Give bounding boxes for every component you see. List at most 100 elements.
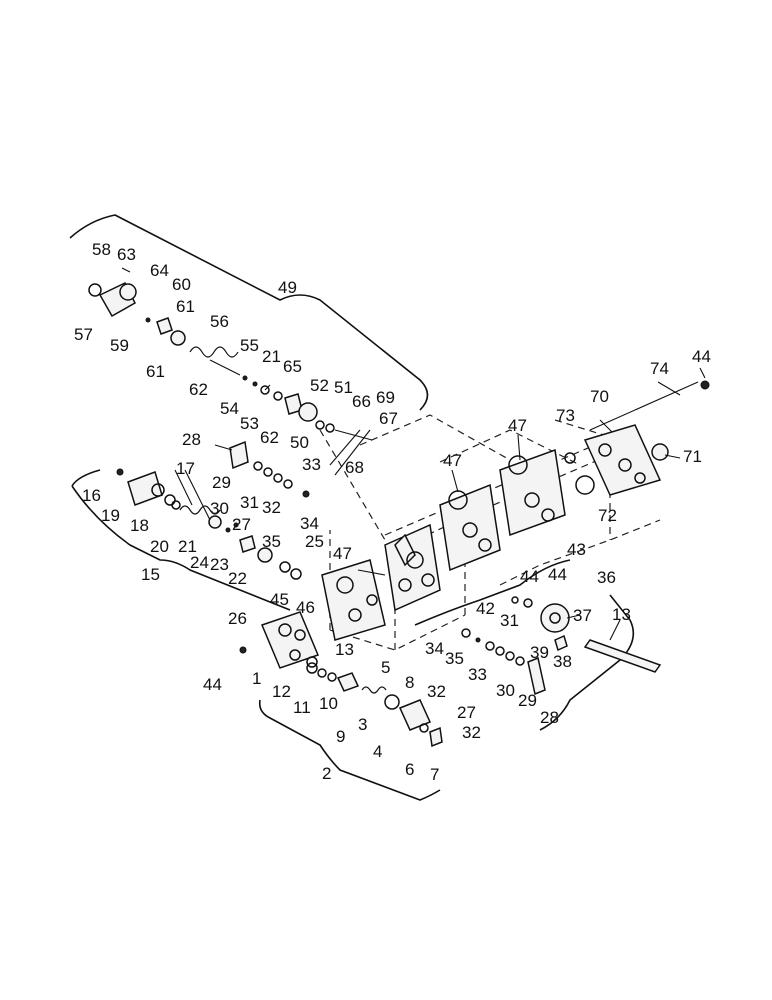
callout-9: 9 — [336, 727, 345, 746]
callout-30-right: 30 — [496, 681, 515, 700]
callout-65: 65 — [283, 357, 302, 376]
callout-24: 24 — [190, 553, 209, 572]
right-spool-assembly — [461, 596, 662, 696]
callout-63: 63 — [117, 245, 136, 264]
callout-12: 12 — [272, 682, 291, 701]
lower-inlet-assembly — [239, 646, 443, 748]
callout-labels: 58 63 64 49 60 61 57 59 56 61 62 55 21 6… — [74, 240, 711, 784]
callout-25: 25 — [305, 532, 324, 551]
callout-33-right: 33 — [468, 665, 487, 684]
callout-61: 61 — [146, 362, 165, 381]
callout-35-top: 35 — [262, 532, 281, 551]
callout-39: 39 — [530, 643, 549, 662]
callout-47-a: 47 — [333, 544, 352, 563]
callout-44-top: 44 — [692, 347, 711, 366]
callout-7: 7 — [430, 765, 439, 784]
callout-10: 10 — [319, 694, 338, 713]
callout-42: 44 — [520, 567, 539, 586]
callout-74: 74 — [650, 359, 669, 378]
leader-lines — [174, 367, 706, 641]
callout-68: 68 — [345, 458, 364, 477]
callout-27-top: 27 — [232, 515, 251, 534]
callout-31-right: 31 — [500, 611, 519, 630]
bracket-48 — [69, 214, 429, 411]
callout-69: 69 — [376, 388, 395, 407]
callout-5: 5 — [381, 658, 390, 677]
callout-36: 36 — [597, 568, 616, 587]
callout-59: 60 — [172, 275, 191, 294]
callout-33-top: 33 — [302, 455, 321, 474]
callout-1: 1 — [252, 669, 261, 688]
end-cover-70 — [564, 380, 710, 496]
callout-28-right: 28 — [540, 708, 559, 727]
callout-21: 21 — [262, 347, 281, 366]
callout-26: 26 — [228, 609, 247, 628]
callout-66: 66 — [352, 392, 371, 411]
callout-31-top: 31 — [240, 493, 259, 512]
callout-22: 22 — [228, 569, 247, 588]
callout-61b: 62 — [260, 428, 279, 447]
upper-spool-assembly — [88, 267, 373, 441]
callout-50: 51 — [334, 378, 353, 397]
callout-17: 17 — [176, 459, 195, 478]
callout-70: 70 — [590, 387, 609, 406]
callout-18: 18 — [130, 516, 149, 535]
callout-19: 19 — [101, 506, 120, 525]
callout-46: 46 — [296, 598, 315, 617]
callout-53: 54 — [220, 399, 239, 418]
callout-14: 13 — [612, 605, 631, 624]
bracket-15 — [71, 469, 291, 611]
callout-52: 53 — [240, 414, 259, 433]
callout-54: 55 — [240, 336, 259, 355]
callout-67: 67 — [379, 409, 398, 428]
callout-40: 43 — [567, 540, 586, 559]
callout-29-right: 29 — [518, 691, 537, 710]
callout-60: 61 — [176, 297, 195, 316]
callout-48: 49 — [278, 278, 297, 297]
valve-block-13 — [321, 559, 386, 641]
callout-23: 23 — [210, 555, 229, 574]
callout-4: 4 — [373, 742, 382, 761]
callout-32-top: 32 — [262, 498, 281, 517]
callout-30-top: 30 — [210, 499, 229, 518]
bracket-2 — [258, 699, 441, 801]
callout-47-b: 47 — [443, 451, 462, 470]
callout-29-top: 29 — [212, 473, 231, 492]
callout-47-c: 47 — [508, 416, 527, 435]
callout-62: 62 — [189, 380, 208, 399]
valve-block-1 — [384, 523, 441, 612]
callout-49: 50 — [290, 433, 309, 452]
callout-35-right: 35 — [445, 649, 464, 668]
callout-8: 8 — [405, 673, 414, 692]
callout-51: 52 — [310, 376, 329, 395]
callout-34-top: 34 — [300, 514, 319, 533]
callout-15: 15 — [141, 565, 160, 584]
callout-20: 20 — [150, 537, 169, 556]
callout-13: 13 — [335, 640, 354, 659]
callout-41: 42 — [476, 599, 495, 618]
callout-21-mid: 21 — [178, 537, 197, 556]
callout-73: 73 — [556, 406, 575, 425]
middle-spool-assembly — [116, 440, 310, 580]
callout-34-right: 34 — [425, 639, 444, 658]
callout-55: 56 — [210, 312, 229, 331]
callout-32-right-a: 32 — [427, 682, 446, 701]
callout-56: 57 — [74, 325, 93, 344]
valve-block-3 — [499, 448, 566, 537]
callout-28-top: 28 — [182, 430, 201, 449]
callout-6: 6 — [405, 760, 414, 779]
callout-32-right-b: 32 — [462, 723, 481, 742]
callout-71: 71 — [683, 447, 702, 466]
valve-block-2 — [439, 483, 501, 572]
callout-58: 59 — [110, 336, 129, 355]
callout-45: 45 — [270, 590, 289, 609]
callout-57: 58 — [92, 240, 111, 259]
callout-38: 38 — [553, 652, 572, 671]
callout-11: 11 — [293, 698, 311, 717]
callout-44-left: 44 — [203, 675, 222, 694]
callout-43: 44 — [548, 565, 567, 584]
callout-3: 3 — [358, 715, 367, 734]
callout-64: 64 — [150, 261, 169, 280]
callout-72: 72 — [598, 506, 617, 525]
